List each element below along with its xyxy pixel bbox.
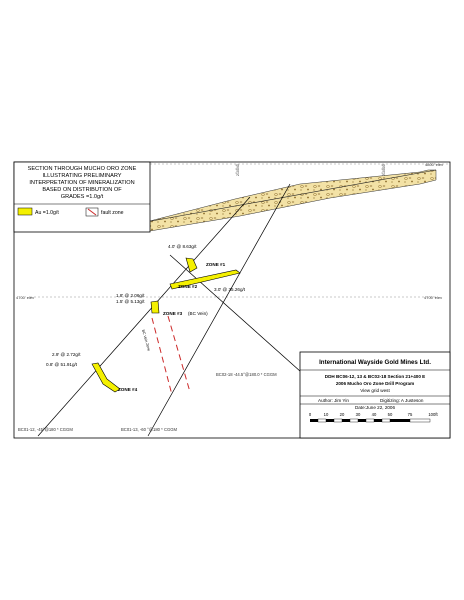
scale-segment bbox=[310, 419, 318, 422]
zone-label-3: ZONE #3 bbox=[163, 311, 183, 316]
scale-segment bbox=[365, 418, 375, 423]
legend-title-line: INTERPRETATION OF MINERALIZATION bbox=[29, 180, 134, 186]
legend-title-line: BASED ON DISTRIBUTION OF bbox=[42, 187, 122, 193]
scale-bar: 0 10 20 30 40 50 75 100ft bbox=[309, 412, 438, 423]
mineral-zone-2 bbox=[169, 269, 241, 290]
legend-box bbox=[13, 161, 151, 233]
intercept-label: 2.9' @ 2.72g/t bbox=[52, 352, 81, 357]
legend-title-line: GRADES =1.0g/t bbox=[61, 194, 104, 200]
grid-mark-b: 210000 bbox=[382, 164, 386, 176]
scale-segment bbox=[333, 418, 343, 423]
au-swatch bbox=[17, 207, 33, 216]
intercept-label: 0.8' @ 51.91g/t bbox=[46, 362, 78, 367]
fault-legend-icon bbox=[87, 208, 97, 216]
fault-line-1 bbox=[151, 317, 173, 396]
legend-title-line: ILLUSTRATING PRELIMINARY bbox=[42, 173, 121, 179]
zone-label-4: ZONE #4 bbox=[118, 387, 138, 392]
company-name: International Wayside Gold Mines Ltd. bbox=[319, 359, 431, 366]
scale-segment bbox=[326, 419, 334, 422]
scale-tick: 75 bbox=[408, 412, 413, 417]
grid-mark-a: 210040 bbox=[236, 164, 240, 176]
scale-tick: 100ft bbox=[428, 412, 438, 417]
scale-segment bbox=[349, 418, 359, 423]
intercept-label: 4.0' @ 8.63g/t bbox=[168, 244, 197, 249]
digitizing: Digitizing: A Justeson bbox=[380, 398, 424, 403]
program-title: 2006 Mucho Oro Zone Drill Program bbox=[336, 381, 414, 386]
intercept-label: 1.8' @ 2.06g/t bbox=[116, 293, 145, 298]
scale-segment bbox=[317, 418, 327, 423]
scale-segment bbox=[342, 419, 350, 422]
scale-tick: 20 bbox=[340, 412, 345, 417]
overburden-layer bbox=[145, 169, 437, 232]
ground-surface bbox=[145, 169, 437, 223]
drill-hole-bc01-12 bbox=[37, 196, 251, 437]
scale-segment bbox=[409, 418, 431, 423]
scale-tick: 0 bbox=[309, 412, 312, 417]
au-legend-label: Au =1.0g/t bbox=[35, 210, 59, 216]
fault-legend-box bbox=[85, 207, 99, 217]
scale-segment bbox=[381, 418, 391, 423]
hole-label-bc01-12: BC01-12, -45°@180 * CGGM bbox=[18, 427, 73, 432]
zone-label-1: ZONE #1 bbox=[206, 262, 226, 267]
mineral-zone-4 bbox=[91, 362, 121, 393]
legend-title-line: SECTION THROUGH MUCHO ORO ZONE bbox=[28, 166, 137, 172]
date: Date:June 22, 2006 bbox=[355, 405, 396, 410]
mineral-zone-1 bbox=[185, 257, 198, 273]
scale-tick: 30 bbox=[356, 412, 361, 417]
drill-hole-bc02-18 bbox=[147, 183, 291, 437]
zone-label-2: ZONE #2 bbox=[178, 284, 198, 289]
hole-label-bc02-18: BC02-18 -44.5°@180.0 * CGGM bbox=[216, 372, 277, 377]
intercept-label: 1.5' @ 5.13g/t bbox=[116, 299, 145, 304]
map-frame bbox=[13, 161, 451, 439]
mineral-zone-3 bbox=[150, 300, 160, 314]
hole-label-bc01-13: BC01-13, -60 °@180 * CGGM bbox=[121, 427, 177, 432]
scale-segment bbox=[390, 419, 410, 422]
elevation-label-mid-left: 4700' elev bbox=[16, 295, 34, 300]
title-block: International Wayside Gold Mines Ltd. DD… bbox=[299, 351, 451, 439]
drill-hole-section: DDH BC06-12, 13 & BC02-18 Section 21+400… bbox=[325, 374, 425, 379]
scale-segment bbox=[374, 419, 382, 422]
scale-segment bbox=[358, 419, 366, 422]
legend: SECTION THROUGH MUCHO ORO ZONE ILLUSTRAT… bbox=[13, 161, 151, 233]
title-block-box bbox=[299, 351, 451, 439]
scale-tick: 40 bbox=[372, 412, 377, 417]
scale-tick: 50 bbox=[388, 412, 393, 417]
elevation-label-top-right: 4800' elev bbox=[425, 162, 443, 167]
fault-line-2 bbox=[167, 315, 191, 393]
vein-zone-label: BC Vein Zone bbox=[141, 329, 151, 351]
elevation-label-mid-right: 4700' elev bbox=[424, 295, 442, 300]
view-direction: View grid west bbox=[360, 388, 390, 393]
zone-label-3-note: (BC Vein) bbox=[188, 311, 208, 316]
intercept-label: 3.0' @ 35.26g/t bbox=[214, 287, 246, 292]
author: Author: Jim Yin bbox=[318, 398, 349, 403]
scale-tick: 10 bbox=[324, 412, 329, 417]
fault-legend-label: fault zone bbox=[101, 210, 124, 216]
